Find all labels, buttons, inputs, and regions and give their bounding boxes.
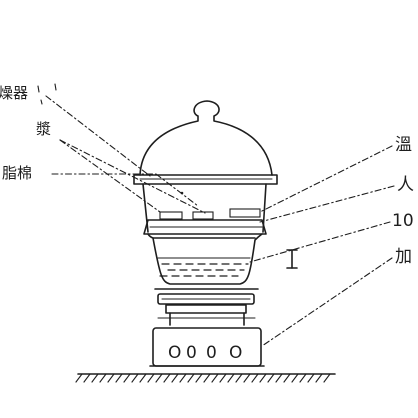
control-2: 0 [186,343,197,363]
ground-hatch [227,373,235,383]
ground [75,373,336,383]
ground-hatch [315,373,323,383]
dish-2 [192,211,214,220]
control-3: 0 [206,343,217,363]
dish-3 [229,208,261,218]
dome-lid [139,100,273,195]
middle-flange [143,219,267,235]
ground-hatch [275,373,283,383]
ground-hatch [243,373,251,383]
ground-hatch [83,373,91,383]
ground-hatch [299,373,307,383]
ground-hatch [131,373,139,383]
ground-hatch [91,373,99,383]
ground-hatch [203,373,211,383]
ground-hatch [283,373,291,383]
ground-hatch [155,373,163,383]
ground-hatch [147,373,155,383]
ground-hatch [211,373,219,383]
ground-hatch [251,373,259,383]
control-4: O [229,343,242,363]
ground-hatch [99,373,107,383]
leader-thermometer [259,145,393,213]
heater-base: O 0 0 O [149,327,265,367]
ground-hatch [139,373,147,383]
level-marker [286,249,298,269]
ground-hatch [259,373,267,383]
leader-ten [249,221,391,263]
label-person: 人 [397,175,414,195]
stray-marks [37,83,57,105]
heater-controls: O 0 0 O [168,343,242,363]
ground-hatch [267,373,275,383]
leader-heater [261,257,393,347]
leader-desiccator [45,95,151,177]
ground-hatch [179,373,187,383]
ground-hatch [115,373,123,383]
dish-1 [159,211,183,220]
leader-lines [45,95,395,347]
rim-flange [133,174,278,185]
label-ten: 10 [392,211,414,231]
ground-hatch [171,373,179,383]
dishes [159,208,261,220]
ground-hatch [123,373,131,383]
ground-hatch [291,373,299,383]
leader-dish-2 [59,139,206,214]
ground-hatch [219,373,227,383]
leader-dish-1 [59,139,161,213]
label-heater: 加 [395,247,412,267]
ground-hatch [187,373,195,383]
ground-hatch [235,373,243,383]
ground-hatch [307,373,315,383]
label-desiccator: 燥器 [0,84,28,102]
leader-person [259,185,395,223]
stand [154,288,259,326]
ground-hatch [163,373,171,383]
lower-bowl [147,233,263,285]
leader-cotton-b [155,173,199,207]
ground-hatch [195,373,203,383]
label-thermometer: 溫 [395,135,412,155]
label-dish: 漿 [36,120,51,138]
ground-hatch [107,373,115,383]
label-cotton: 脂棉 [2,164,32,182]
control-1: O [168,343,181,363]
ground-hatch [323,373,331,383]
ground-hatch [75,373,83,383]
